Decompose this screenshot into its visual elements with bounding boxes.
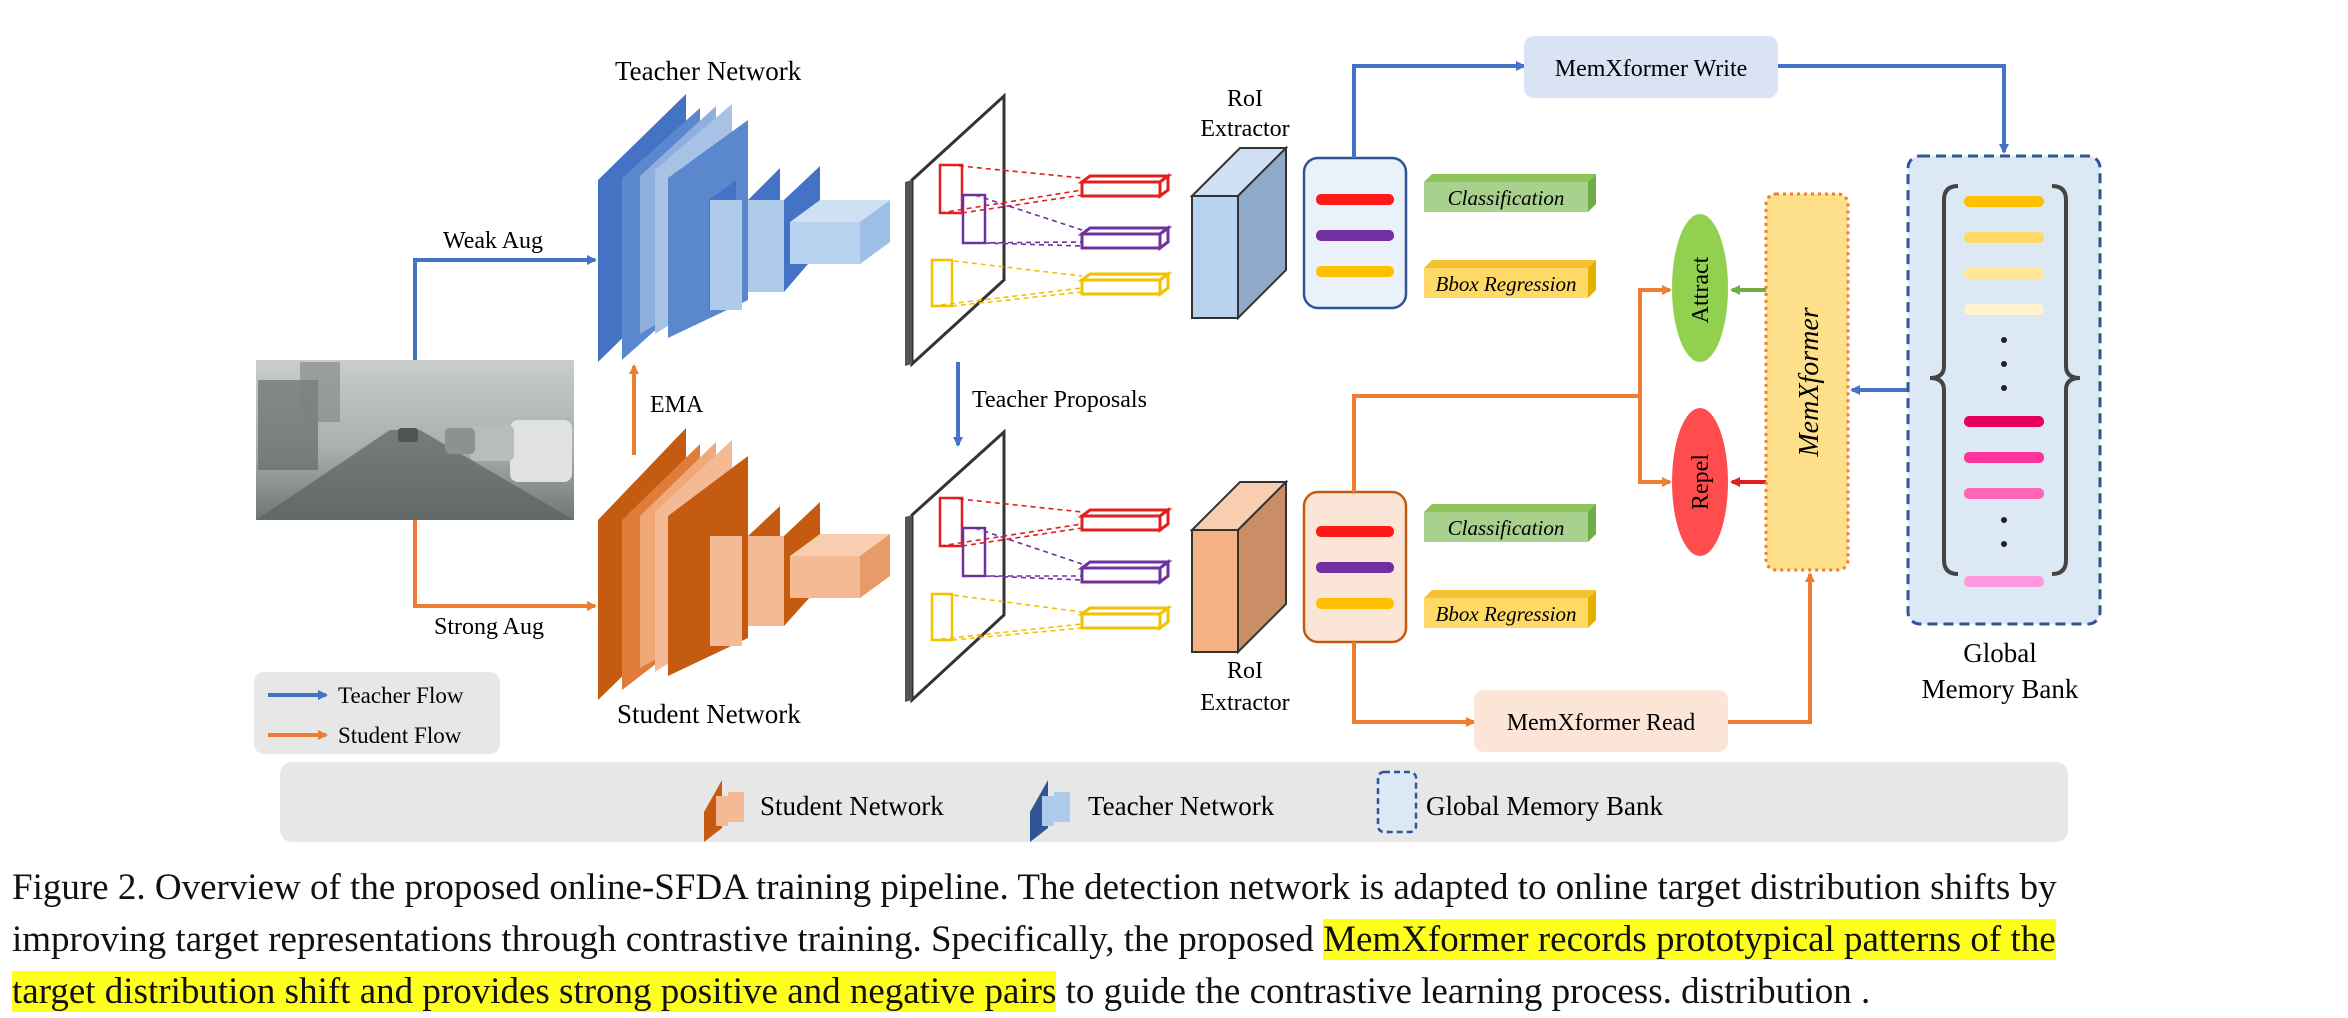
weak-aug-arrow — [413, 255, 597, 360]
roi-extractor-bottom-line1: RoI — [1227, 658, 1263, 684]
memxformer-box: MemXformer — [1764, 192, 1850, 572]
to-attract-arrow — [1638, 285, 1672, 396]
caption-highlight-1: MemXformer records prototypical patterns… — [1323, 919, 2056, 960]
teacher-network-legend-icon — [1030, 780, 1070, 842]
student-classification-label: Classification — [1448, 516, 1565, 540]
memxformer-read-box: MemXformer Read — [1474, 690, 1728, 752]
strong-aug-label: Strong Aug — [434, 614, 544, 640]
pipeline-figure: Weak Aug Strong Aug Teacher Network EMA — [254, 36, 2102, 842]
global-memory-bank-line1: Global — [1963, 638, 2037, 668]
memory-bank-legend-label: Global Memory Bank — [1426, 791, 1663, 821]
caption-line-3: target distribution shift and provides s… — [12, 966, 2342, 1018]
student-network-legend-icon — [704, 780, 744, 842]
attract-label: Attract — [1688, 256, 1714, 323]
roi-extractor-bottom — [1189, 479, 1289, 655]
memory-bank-legend-icon — [1376, 770, 1418, 834]
memxformer-write-label: MemXformer Write — [1555, 56, 1748, 82]
flow-legend: Teacher Flow Student Flow — [254, 672, 500, 754]
caption-line-2-text: improving target representations through… — [12, 919, 1324, 960]
teacher-flow-label: Teacher Flow — [338, 683, 464, 708]
teacher-network — [598, 94, 890, 362]
caption-line-1: Figure 2. Overview of the proposed onlin… — [12, 867, 2057, 908]
read-arrow-in — [1352, 642, 1476, 727]
student-network-legend-label: Student Network — [760, 791, 944, 821]
roi-extractor-top — [1189, 145, 1289, 321]
student-flow-label: Student Flow — [338, 723, 462, 748]
teacher-roi-features — [1302, 156, 1408, 310]
global-memory-bank — [1906, 154, 2102, 626]
write-arrow-out — [1778, 64, 2009, 154]
teacher-network-title: Teacher Network — [615, 56, 802, 86]
ema-label: EMA — [650, 392, 704, 418]
student-feature-map — [905, 428, 1173, 704]
student-network — [598, 428, 890, 700]
roi-extractor-bottom-line2: Extractor — [1200, 690, 1289, 716]
repel-label: Repel — [1688, 454, 1714, 510]
figure-caption: Figure 2. Overview of the proposed onlin… — [12, 862, 2342, 1018]
teacher-classification-head: Classification — [1424, 174, 1596, 212]
global-memory-bank-line2: Memory Bank — [1922, 674, 2079, 704]
attract-node: Attract — [1672, 214, 1728, 362]
student-bbox-label: Bbox Regression — [1436, 602, 1577, 626]
student-bbox-head: Bbox Regression — [1424, 590, 1596, 628]
bottom-legend: Student Network Teacher Network Global M… — [280, 762, 2068, 842]
student-roi-features — [1302, 490, 1408, 644]
teacher-network-legend-label: Teacher Network — [1088, 791, 1275, 821]
roi-extractor-top-line2: Extractor — [1200, 116, 1289, 142]
teacher-bbox-head: Bbox Regression — [1424, 260, 1596, 298]
caption-line-3-text: to guide the contrastive learning proces… — [1056, 971, 1871, 1012]
write-arrow-in — [1352, 61, 1526, 158]
memxformer-label: MemXformer — [1794, 307, 1825, 457]
memxformer-read-label: MemXformer Read — [1507, 710, 1696, 736]
student-classification-head: Classification — [1424, 504, 1596, 542]
student-network-title: Student Network — [617, 699, 801, 729]
input-image — [256, 360, 574, 520]
teacher-bbox-label: Bbox Regression — [1436, 272, 1577, 296]
caption-line-2: improving target representations through… — [12, 914, 2342, 966]
strong-aug-arrow — [413, 520, 597, 611]
repel-node: Repel — [1672, 408, 1728, 556]
caption-highlight-2: target distribution shift and provides s… — [12, 971, 1057, 1012]
teacher-proposals-label: Teacher Proposals — [972, 387, 1147, 413]
student-route-line — [1352, 394, 1640, 492]
memxformer-write-box: MemXformer Write — [1524, 36, 1778, 98]
to-repel-arrow — [1638, 396, 1672, 487]
roi-extractor-top-line1: RoI — [1227, 86, 1263, 112]
teacher-feature-map — [905, 92, 1173, 368]
weak-aug-label: Weak Aug — [443, 228, 543, 254]
read-arrow-out — [1728, 572, 1815, 724]
teacher-classification-label: Classification — [1448, 186, 1565, 210]
